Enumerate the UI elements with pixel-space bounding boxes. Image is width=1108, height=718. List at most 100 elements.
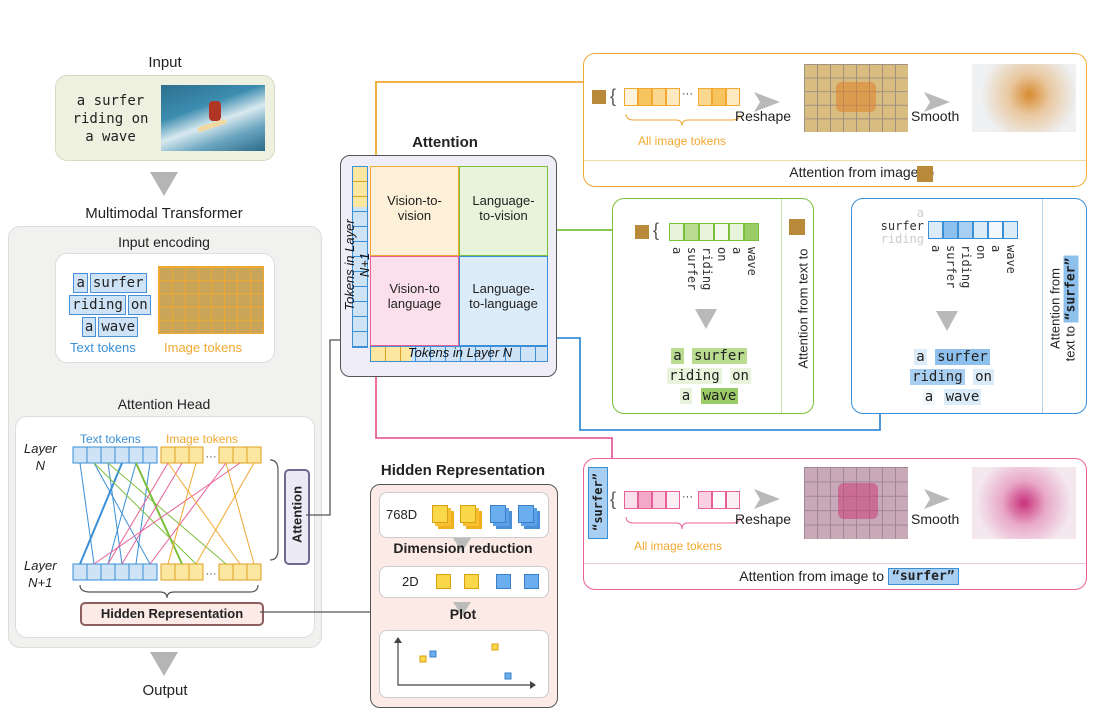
svg-text:···: ··· [206, 568, 217, 580]
input-line-3: a wave [85, 129, 136, 145]
word: surfer [880, 219, 924, 233]
word: surfer [935, 349, 990, 365]
caption-line: text to [1062, 325, 1078, 362]
image-patch-icon [917, 166, 933, 182]
quadrant-language-to-vision[interactable]: Language- to-vision [459, 166, 548, 256]
image-token-row: ··· [624, 491, 740, 509]
smoothed-heatmap [972, 64, 1076, 132]
image-token-grid [158, 266, 264, 334]
image-patch-icon [592, 90, 606, 104]
scatter-plot [394, 637, 536, 689]
text-token: a [73, 273, 88, 293]
image-patch-icon [635, 225, 649, 239]
plot-label: Plot [449, 606, 477, 622]
2d-panel: 2D [379, 566, 549, 598]
768d-panel: 768D [379, 492, 549, 538]
word: riding [910, 369, 965, 385]
quadrant-label: Vision-to language [387, 281, 442, 311]
text-token: wave [98, 317, 139, 337]
smooth-label: Smooth [911, 108, 960, 124]
quadrant-vision-to-language[interactable]: Vision-to language [370, 256, 459, 346]
img-from-text-arrows [625, 489, 950, 530]
axis-bottom-label: Tokens in Layer N [407, 345, 513, 360]
divider [584, 563, 1086, 564]
image-from-text-panel: “surfer” { ··· All image tokens Reshape … [583, 458, 1087, 590]
img-from-text-caption: Attention from image to [739, 568, 884, 584]
word: wave [700, 388, 739, 404]
ellipsis: ··· [682, 88, 693, 100]
all-image-tokens-label: All image tokens [637, 134, 727, 148]
layer-n-token-strip [370, 346, 548, 362]
image-patch-icon [789, 219, 805, 235]
reshaped-heatmap [804, 64, 908, 132]
quadrant-language-to-language[interactable]: Language- to-language [459, 256, 548, 346]
word: on [973, 369, 994, 385]
input-title: Input [148, 54, 182, 71]
quadrant-vision-to-vision[interactable]: Vision-to- vision [370, 166, 459, 256]
attention-title: Attention [412, 134, 478, 151]
layer-word: Layer [24, 558, 57, 573]
smooth-label: Smooth [911, 511, 960, 527]
attention-tag[interactable]: Attention [284, 469, 310, 565]
layer-n1-token-strip [352, 166, 368, 348]
text-tokens-label: Text tokens [70, 340, 136, 355]
text-token: a [81, 317, 97, 337]
text-token: surfer [89, 273, 147, 293]
input-line-2: riding on [72, 111, 149, 127]
hidden-representation-button[interactable]: Hidden Representation [80, 602, 264, 626]
text-to-text-panel: a surfer riding a surfer riding on a wav… [851, 198, 1087, 414]
img-to-img-caption: Attention from image to [789, 164, 934, 180]
brace-icon: { [653, 220, 660, 240]
transformer-title: Multimodal Transformer [85, 205, 243, 222]
blue-arrow [936, 311, 958, 331]
divider [584, 160, 1086, 161]
head-text-tokens-label: Text tokens [80, 432, 141, 446]
svg-text:···: ··· [206, 451, 217, 463]
layer-index: N+1 [28, 575, 53, 590]
word: a [914, 349, 927, 365]
divider [781, 199, 782, 413]
smoothed-heatmap [972, 467, 1076, 539]
dim-2d-label: 2D [402, 574, 419, 589]
quadrant-label: Language- to-language [469, 281, 538, 311]
word: surfer [692, 348, 747, 364]
text-attention-row [669, 223, 759, 241]
word: a [679, 388, 693, 404]
reshape-label: Reshape [735, 108, 792, 124]
layer-index: N [35, 458, 45, 473]
img-to-img-arrows [625, 92, 950, 127]
layer-n1-label: Layer N+1 [24, 557, 57, 591]
text-to-image-caption: Attention from text to [795, 248, 811, 369]
brace-icon: { [610, 489, 617, 509]
surfer-token-vertical: “surfer” [588, 467, 608, 539]
reshaped-heatmap [804, 467, 908, 539]
layer-word: Layer [24, 441, 57, 456]
divider [1042, 199, 1043, 413]
word: on [730, 368, 751, 384]
surfer-token: “surfer” [1063, 255, 1079, 323]
word: a [671, 348, 684, 364]
attention-head-title: Attention Head [117, 396, 211, 412]
word: riding [880, 232, 924, 246]
word: a [922, 389, 936, 405]
word: wave [943, 389, 982, 405]
input-encoding-title: Input encoding [118, 234, 210, 250]
image-token-row: ··· [624, 88, 740, 106]
head-image-tokens-label: Image tokens [166, 432, 239, 446]
layer-n-label: Layer N [24, 440, 57, 474]
word: riding [667, 368, 722, 384]
surfer-token: “surfer” [888, 568, 959, 585]
input-text: a surfer riding on a wave [68, 92, 153, 146]
quadrant-label: Language- to-vision [472, 193, 535, 223]
caption-line: Attention from [1047, 268, 1063, 349]
input-panel: a surfer riding on a wave [55, 75, 275, 161]
brace-icon: { [610, 86, 617, 106]
text-attention-row [928, 221, 1018, 239]
text-to-text-caption: Attention from text to “surfer” [1048, 244, 1079, 374]
green-sentence: a surfer riding on a wave [647, 346, 771, 406]
text-to-image-panel: { a surfer riding on a wave a surfer rid… [612, 198, 814, 414]
image-to-image-panel: { ··· All image tokens Reshape Smooth At… [583, 53, 1087, 187]
